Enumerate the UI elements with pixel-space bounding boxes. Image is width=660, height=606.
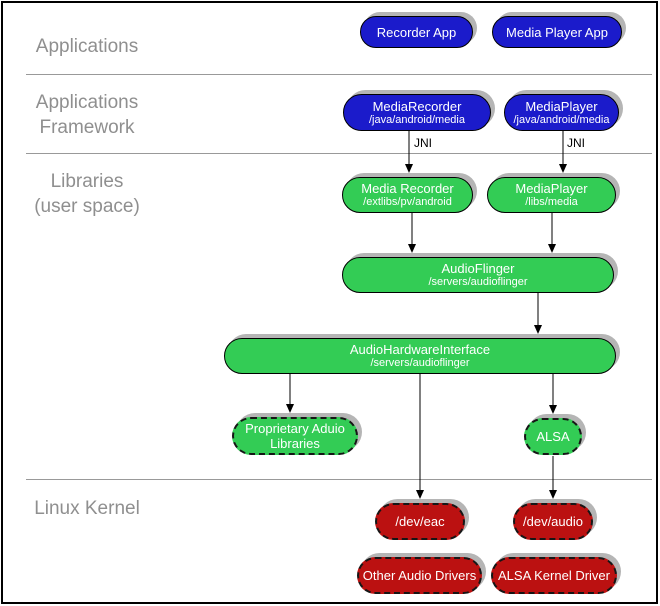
jni-label-right: JNI [567,136,585,150]
node-dev-audio: /dev/audio [513,503,593,540]
divider-applications [26,74,652,75]
node-dev-eac-title: /dev/eac [395,514,445,529]
node-dev-eac: /dev/eac [375,503,465,540]
node-media-recorder-lib-path: /extlibs/pv/android [363,196,452,208]
node-recorder-app-title: Recorder App [376,24,457,40]
node-audioflinger-title: AudioFlinger [441,261,515,276]
node-media-player-app-title: Media Player App [506,24,608,40]
layer-label-libraries: Libraries (user space) [34,171,140,217]
node-dev-audio-title: /dev/audio [523,514,583,529]
layer-label-applications-framework: Applications Framework [35,92,139,138]
node-mediarecorder-framework: MediaRecorder /java/android/media [343,94,491,131]
node-alsa: ALSA [524,418,582,455]
node-media-player-app: Media Player App [492,16,622,48]
node-recorder-app: Recorder App [360,16,473,48]
jni-label-left: JNI [414,136,432,150]
node-mediarecorder-framework-path: /java/android/media [368,113,465,126]
node-other-audio-drivers-title: Other Audio Drivers [362,568,477,583]
layer-label-applications: Applications [35,36,139,57]
divider-framework [26,153,652,154]
node-proprietary-audio-libraries: Proprietary Aduio Libraries [232,417,358,455]
node-mediarecorder-framework-title: MediaRecorder [372,98,462,114]
node-alsa-title: ALSA [536,429,570,444]
node-mediaplayer-lib: MediaPlayer /libs/media [487,177,616,213]
node-audioflinger-path: /servers/audioflinger [428,276,528,288]
node-media-recorder-lib-title: Media Recorder [361,181,454,196]
divider-kernel [26,479,652,480]
node-other-audio-drivers: Other Audio Drivers [357,557,482,594]
node-mediaplayer-framework: MediaPlayer /java/android/media [504,94,619,131]
node-audioflinger: AudioFlinger /servers/audioflinger [342,257,614,293]
node-audiohardwareinterface: AudioHardwareInterface /servers/audiofli… [224,338,616,374]
node-alsa-kernel-driver: ALSA Kernel Driver [491,557,617,594]
node-audiohardwareinterface-title: AudioHardwareInterface [349,342,491,357]
node-mediaplayer-framework-title: MediaPlayer [525,98,598,114]
node-audiohardwareinterface-path: /servers/audioflinger [370,357,470,369]
node-proprietary-audio-libraries-title: Proprietary Aduio Libraries [245,421,345,451]
layer-label-linux-kernel: Linux Kernel [34,498,140,519]
node-alsa-kernel-driver-title: ALSA Kernel Driver [498,568,610,583]
node-mediaplayer-framework-path: /java/android/media [513,113,610,126]
node-mediaplayer-lib-path: /libs/media [525,196,578,208]
node-mediaplayer-lib-title: MediaPlayer [515,181,588,196]
node-media-recorder-lib: Media Recorder /extlibs/pv/android [342,177,473,213]
